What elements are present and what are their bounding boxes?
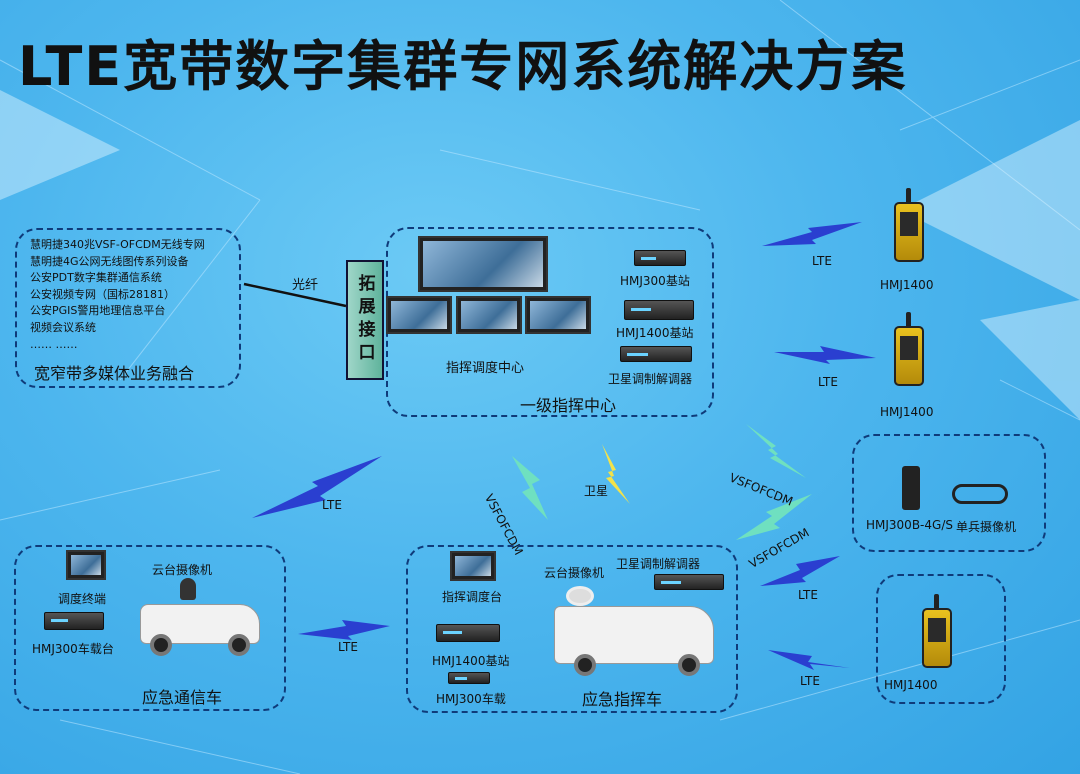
hmj1400-base-device	[624, 300, 694, 320]
hmj1400-label-1: HMJ1400	[880, 278, 934, 292]
hmj1400-label-2: HMJ1400	[880, 405, 934, 419]
hmj1400-terminal-2	[894, 312, 924, 386]
suv-wheel-rear	[228, 634, 250, 656]
page-title: LTE宽带数字集群专网系统解决方案	[18, 35, 908, 98]
emergency-comm-caption: 应急通信车	[142, 688, 223, 707]
hmj1400-group-3	[876, 574, 1006, 704]
lte-label-5: LTE	[798, 588, 818, 602]
command-ptz-camera-label: 云台摄像机	[544, 566, 605, 580]
satellite-modem-label: 卫星调制解调器	[608, 372, 693, 386]
hmj1400-base-vehicle-device	[436, 624, 500, 642]
dispatch-terminal-label: 调度终端	[58, 592, 107, 606]
command-sat-modem-device	[654, 574, 724, 590]
lte-label-6: LTE	[800, 674, 820, 688]
van-wheel-rear	[678, 654, 700, 676]
lte-link-bolt-5	[760, 556, 840, 586]
satellite-label: 卫星	[584, 484, 609, 498]
satellite-modem-device	[620, 346, 692, 362]
ptz-camera-label: 云台摄像机	[152, 563, 213, 577]
fiber-label: 光纤	[292, 278, 319, 293]
van-wheel-front	[574, 654, 596, 676]
lte-label-4: LTE	[338, 640, 358, 654]
camera-headset-icon	[952, 484, 1008, 504]
video-wall	[418, 236, 548, 292]
hmj1400-terminal-1	[894, 188, 924, 262]
emergency-command-caption: 应急指挥车	[582, 690, 663, 709]
hmj300-base-device	[634, 250, 686, 266]
hmj300b-device	[902, 466, 920, 510]
fusion-panel	[15, 228, 241, 388]
fusion-item: …… ……	[30, 337, 78, 351]
hmj300-vehicle-unit-device	[448, 672, 490, 684]
suv-wheel-front	[150, 634, 172, 656]
dispatch-desk-label: 指挥调度台	[442, 590, 503, 604]
lte-link-bolt-3	[252, 456, 382, 518]
primary-command-caption: 一级指挥中心	[520, 396, 617, 415]
fusion-item: 慧明捷4G公网无线图传系列设备	[30, 254, 189, 268]
hmj300-vehicle-label: HMJ300车载台	[32, 642, 114, 656]
dispatch-terminal-device	[66, 550, 106, 580]
fusion-item: 公安PDT数字集群通信系统	[30, 271, 162, 285]
lte-label-3: LTE	[322, 498, 342, 512]
lte-label-2: LTE	[818, 375, 838, 389]
lte-link-bolt-2	[774, 346, 876, 364]
lte-link-bolt-4	[298, 620, 390, 640]
vsfofcdm-bolt-1	[512, 456, 548, 520]
emergency-comm-vehicle	[14, 545, 286, 711]
hmj1400-terminal-3	[922, 594, 952, 668]
dispatch-center-label: 指挥调度中心	[446, 361, 525, 376]
lte-link-bolt-1	[762, 222, 862, 246]
hmj1400-label-3: HMJ1400	[884, 678, 938, 692]
hmj300-vehicle-unit-label: HMJ300车载	[436, 692, 506, 706]
vsfofcdm-bolt-2	[746, 424, 806, 478]
extension-interface: 拓展接口	[346, 260, 384, 380]
hmj300-vehicle-device	[44, 612, 104, 630]
fusion-item: 慧明捷340兆VSF-OFCDM无线专网	[30, 238, 205, 251]
satellite-dish-icon	[566, 586, 594, 606]
hmj300b-label: HMJ300B-4G/S	[866, 518, 953, 532]
satellite-bolt	[602, 444, 630, 504]
ptz-camera-icon	[180, 578, 196, 600]
individual-unit-group	[852, 434, 1046, 552]
hmj1400-base-vehicle-label: HMJ1400基站	[432, 654, 510, 668]
fusion-item: 视频会议系统	[30, 320, 96, 334]
monitor-1	[386, 296, 452, 334]
hmj300-base-label: HMJ300基站	[620, 274, 690, 288]
emergency-command-vehicle	[406, 545, 738, 713]
monitor-3	[525, 296, 591, 334]
monitor-2	[456, 296, 522, 334]
lte-label-1: LTE	[812, 254, 832, 268]
fusion-list: 慧明捷340兆VSF-OFCDM无线专网 慧明捷4G公网无线图传系列设备 公安P…	[30, 237, 205, 353]
hmj1400-base-label: HMJ1400基站	[616, 326, 694, 340]
fusion-caption: 宽窄带多媒体业务融合	[34, 364, 195, 383]
dispatch-desk-laptop	[450, 551, 496, 581]
vsfofcdm-bolt-3	[736, 494, 812, 540]
fusion-item: 公安PGIS警用地理信息平台	[30, 304, 166, 318]
individual-camera-label: 单兵摄像机	[956, 520, 1017, 534]
command-sat-modem-label: 卫星调制解调器	[616, 557, 701, 571]
fusion-item: 公安视频专网（国标28181）	[30, 287, 175, 301]
lte-link-bolt-6	[768, 650, 850, 670]
fiber-link	[243, 282, 347, 308]
